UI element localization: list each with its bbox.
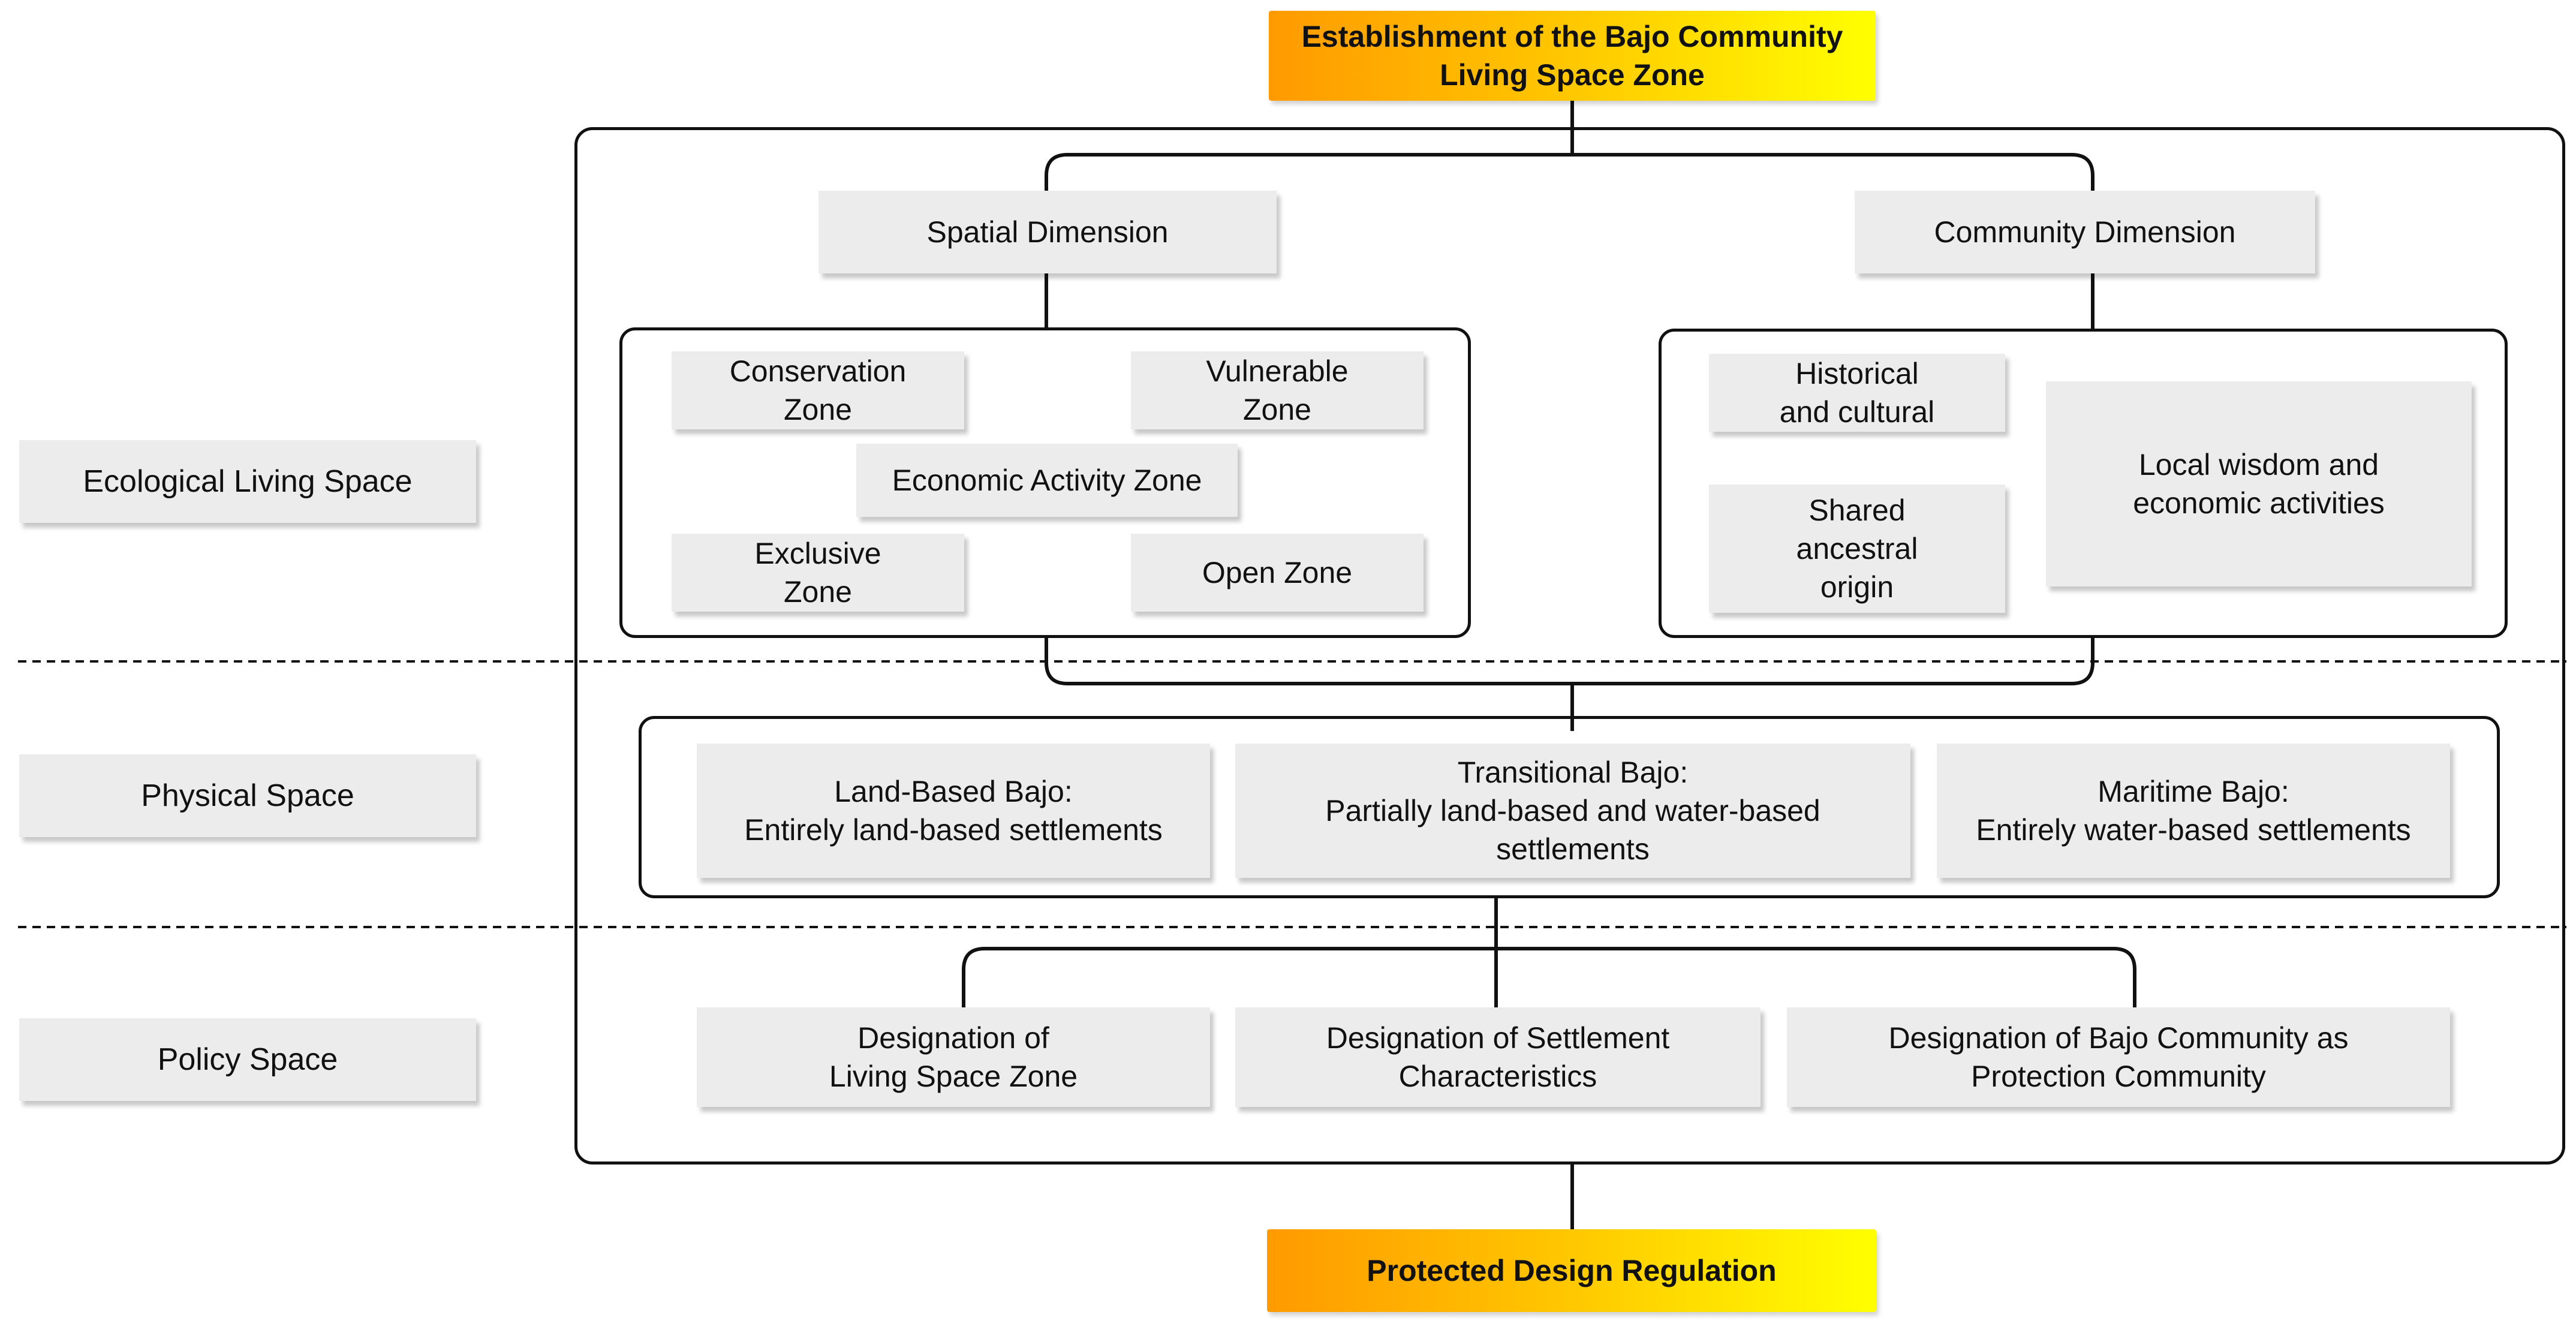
zone-exclusive: Exclusive Zone xyxy=(672,534,964,612)
layer-label-policy: Policy Space xyxy=(19,1018,476,1101)
connector-to-spatial xyxy=(1045,153,1572,191)
output-box: Protected Design Regulation xyxy=(1267,1229,1876,1312)
policy-protection-community: Designation of Bajo Community as Protect… xyxy=(1787,1007,2450,1107)
physical-land-based: Land-Based Bajo: Entirely land-based set… xyxy=(697,744,1210,878)
community-local-wisdom: Local wisdom and economic activities xyxy=(2046,381,2472,586)
title-text: Establishment of the Bajo Community Livi… xyxy=(1301,20,1843,92)
connector-merge xyxy=(1045,636,2094,685)
connector-to-policy-zone xyxy=(962,947,1496,1007)
output-text: Protected Design Regulation xyxy=(1367,1254,1777,1287)
community-shared-ancestral-origin: Shared ancestral origin xyxy=(1709,485,2005,613)
connector-to-policy-protection xyxy=(1496,947,2136,1007)
main-frame xyxy=(574,127,2565,1164)
spatial-zones-frame xyxy=(619,327,1471,638)
physical-transitional: Transitional Bajo: Partially land-based … xyxy=(1235,744,1910,878)
community-items-frame xyxy=(1659,329,2508,638)
physical-maritime: Maritime Bajo: Entirely water-based sett… xyxy=(1937,744,2450,878)
community-dimension-box: Community Dimension xyxy=(1855,191,2315,273)
zone-conservation: Conservation Zone xyxy=(672,351,964,429)
policy-living-space-zone: Designation of Living Space Zone xyxy=(697,1007,1210,1107)
spatial-dimension-box: Spatial Dimension xyxy=(818,191,1277,273)
layer-label-ecological: Ecological Living Space xyxy=(19,440,476,523)
zone-vulnerable: Vulnerable Zone xyxy=(1131,351,1424,429)
zone-open: Open Zone xyxy=(1131,534,1424,612)
community-historical-cultural: Historical and cultural xyxy=(1709,354,2005,432)
connector-to-community xyxy=(1572,153,2094,191)
zone-economic-activity: Economic Activity Zone xyxy=(856,444,1238,517)
policy-settlement-characteristics: Designation of Settlement Characteristic… xyxy=(1235,1007,1761,1107)
layer-label-physical: Physical Space xyxy=(19,754,476,837)
title-box: Establishment of the Bajo Community Livi… xyxy=(1269,11,1876,101)
physical-frame xyxy=(639,716,2500,898)
